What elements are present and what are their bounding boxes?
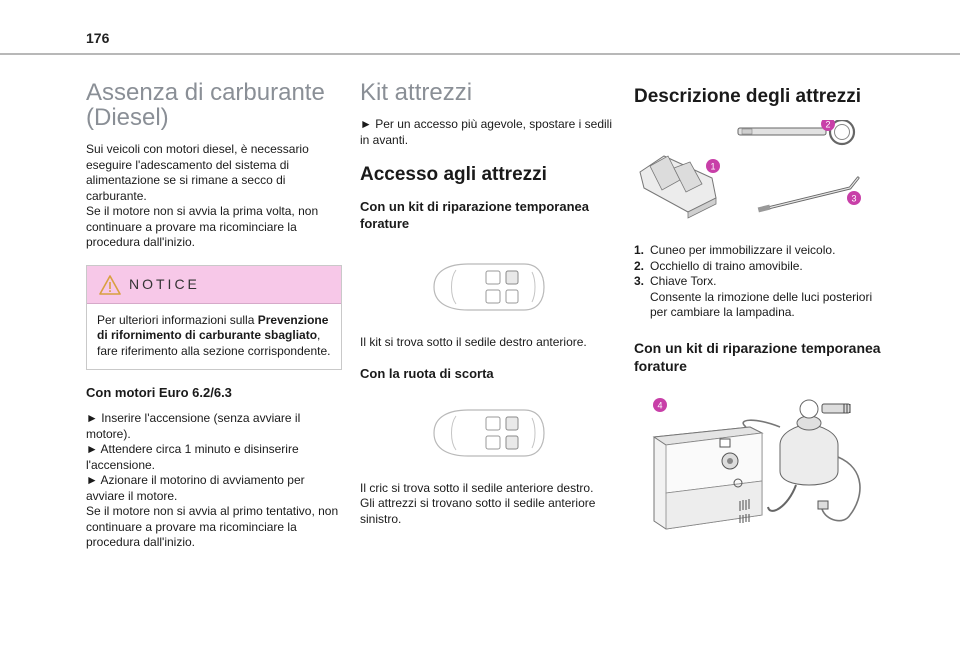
tools-illustration: 1 2 3 [639,117,861,219]
car-topview-diagram-2 [433,408,545,457]
towing-eye-icon [737,118,856,146]
section-title-tool-description: Descrizione degli attrezzi [634,86,862,107]
subtitle-repair-kit-2: Con un kit di riparazione temporanea for… [634,339,881,374]
notice-header: NOTICE [87,265,341,304]
notice-link-text: Prevenzione di rifornimento di carburant… [97,312,329,343]
notice-title: NOTICE [129,275,200,292]
subtitle-repair-kit: Con un kit di riparazione temporanea for… [360,199,589,231]
page-number: 176 [86,30,110,46]
notice-text: Per ulteriori informazioni sulla Prevenz… [97,312,331,358]
step-2: ► Attendere circa 1 minuto e disinserire… [86,442,299,472]
column-fuel: Assenza di carburante (Diesel) Sui veico… [86,80,342,565]
car-topview-diagram-1 [433,263,545,311]
column-toolkit: Kit attrezzi ► Per un accesso più agevol… [360,80,616,541]
fuel-intro: Sui veicoli con motori diesel, è necessa… [86,142,309,203]
column-tool-description: Descrizione degli attrezzi 1 2 3 [634,80,892,538]
torx-key-icon [757,176,860,213]
legend-item: 2.Occhiello di traino amovibile. [634,258,803,273]
legend-note: Consente la rimozione delle luci posteri… [650,289,873,320]
seat-tip: ► Per un accesso più agevole, spostare i… [360,117,613,147]
section-title-toolkit: Kit attrezzi [360,79,473,106]
compressor-illustration: 4 [652,397,861,530]
callout-4: 4 [657,400,662,410]
fuel-intro-2: Se il motore non si avvia la prima volta… [86,204,319,249]
top-divider [0,53,960,55]
fuel-outro: Se il motore non si avvia al primo tenta… [86,504,339,549]
engine-subtitle: Con motori Euro 6.2/6.3 [86,385,232,400]
legend-item: 1.Cuneo per immobilizzare il veicolo. [634,243,836,257]
legend-item: 3.Chiave Torx.Consente la rimozione dell… [634,274,873,320]
subtitle-spare-wheel: Con la ruota di scorta [360,365,494,381]
callout-1: 1 [710,162,715,172]
notice-box: NOTICE Per ulteriori informazioni sulla … [86,264,342,370]
wheel-chock-icon [639,155,717,219]
warning-icon [99,274,121,295]
callout-2: 2 [825,120,830,130]
section-title-fuel: Assenza di carburante (Diesel) [86,79,325,131]
step-1: ► Inserire l'accensione (senza avviare i… [86,411,301,441]
repair-kit-location: Il kit si trova sotto il sedile destro a… [360,335,587,349]
step-3: ► Azionare il motorino di avviamento per… [86,473,305,503]
tools-location: Gli attrezzi si trovano sotto il sedile … [360,496,596,526]
tool-legend: 1.Cuneo per immobilizzare il veicolo. 2.… [634,243,892,321]
jack-location: Il cric si trova sotto il sedile anterio… [360,480,594,495]
section-title-access: Accesso agli attrezzi [360,164,547,185]
callout-3: 3 [851,194,856,204]
